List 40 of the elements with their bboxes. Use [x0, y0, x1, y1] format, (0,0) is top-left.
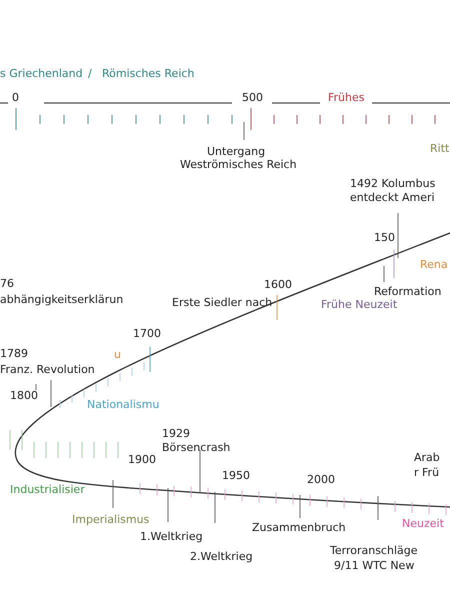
era-label: Nationalismu: [87, 398, 160, 411]
era-label: Imperialismus: [72, 513, 150, 526]
event-label: Weströmisches Reich: [180, 158, 297, 171]
year-label: 76: [0, 277, 14, 290]
separator-label: /: [88, 67, 92, 80]
event-label: entdeckt Ameri: [350, 191, 435, 204]
year-label: 150: [374, 231, 395, 244]
event-label: 9/11 WTC New: [334, 559, 414, 572]
event-label: Untergang: [207, 145, 266, 158]
event-label: Terroranschläge: [330, 544, 418, 557]
era-label: u: [114, 348, 121, 361]
era-label: Industrialisier: [10, 483, 85, 496]
era-label: Frühes: [328, 91, 364, 104]
event-label: Reformation: [374, 285, 442, 298]
event-label: 2.Weltkrieg: [190, 550, 253, 563]
era-label: s Griechenland: [0, 67, 83, 80]
era-label: Ritt: [430, 142, 450, 155]
event-label: 1492 Kolumbus: [350, 177, 436, 190]
year-label: 500: [242, 91, 263, 104]
year-label: 1789: [0, 347, 28, 360]
year-label: 1600: [264, 278, 292, 291]
event-label: Arab: [414, 451, 440, 464]
year-label: 1900: [128, 453, 156, 466]
event-label: Zusammenbruch: [252, 521, 346, 534]
era-label: Römisches Reich: [102, 67, 194, 80]
era-label: Neuzeit: [402, 517, 444, 530]
year-label: 2000: [307, 473, 335, 486]
year-label: 0: [12, 91, 19, 104]
year-label: 1929: [162, 427, 190, 440]
event-label: Börsencrash: [162, 441, 230, 454]
event-label: 1.Weltkrieg: [140, 530, 203, 543]
era-label: Frühe Neuzeit: [321, 298, 398, 311]
year-label: 1950: [222, 469, 250, 482]
event-label: Franz. Revolution: [0, 363, 95, 376]
event-label: abhängigkeitserklärun: [0, 293, 124, 306]
event-label: Erste Siedler nach: [172, 296, 272, 309]
era-label: Rena: [420, 258, 448, 271]
event-label: r Frü: [414, 466, 440, 479]
year-label: 1800: [10, 389, 38, 402]
year-label: 1700: [133, 327, 161, 340]
